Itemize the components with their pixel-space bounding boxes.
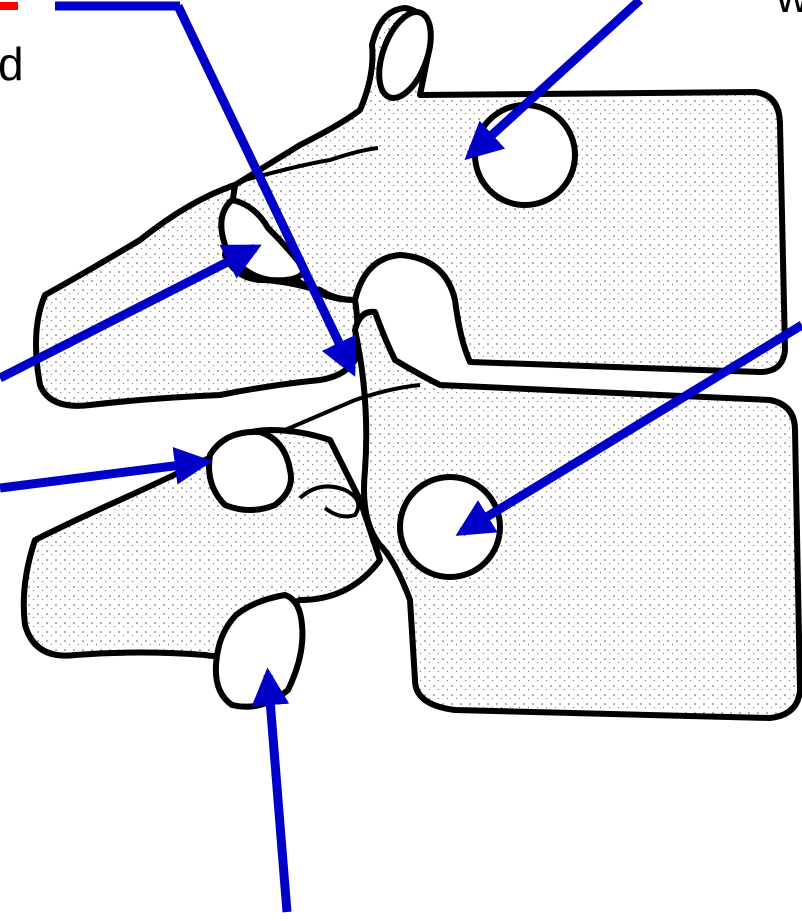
lower-superior-articular-facet — [209, 432, 291, 510]
left-edge-label: d — [0, 38, 24, 90]
right-edge-label: w — [775, 0, 802, 22]
upper-foramen — [475, 105, 575, 205]
arrow-to-lower-inferior-facet — [268, 675, 287, 912]
lower-foramen — [400, 477, 500, 577]
upper-vertebra — [36, 5, 785, 406]
